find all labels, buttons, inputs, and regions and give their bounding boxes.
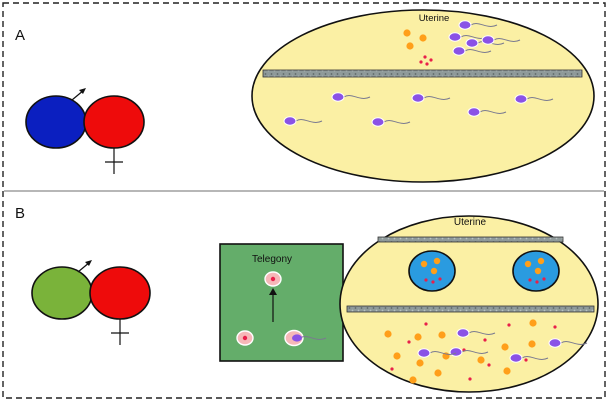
panel-b-label: B <box>15 205 25 222</box>
sperm-cell <box>548 338 588 348</box>
sperm-cell <box>458 20 498 30</box>
uterine-wall-a <box>262 69 583 78</box>
sperm-cell <box>411 93 451 103</box>
female-symbol-icon <box>111 319 129 345</box>
sperm-cluster-bottom-a <box>283 92 554 127</box>
female-symbol-icon <box>105 148 123 174</box>
arrowhead-up <box>269 288 277 295</box>
parents-a <box>25 88 145 174</box>
embryo-sac-left <box>408 250 456 292</box>
orange-cells-b <box>384 319 537 384</box>
sperm-cluster-top-a <box>448 20 521 56</box>
embryo-sac-right <box>512 250 560 292</box>
sperm-cell <box>481 35 521 45</box>
sperm-cell <box>514 94 554 104</box>
telegony-label: Telegony <box>252 254 292 265</box>
female-circle-b <box>89 266 151 320</box>
sperm-cells-b <box>417 328 588 363</box>
sperm-cell <box>283 116 323 126</box>
sperm-cell <box>467 107 507 117</box>
uterus-label-b: Uterine <box>454 217 487 228</box>
sperm-cell <box>509 353 549 363</box>
sperm-cell <box>331 92 371 102</box>
red-dots-a <box>419 55 433 66</box>
fertilizing-egg-cell <box>284 329 327 347</box>
uterus-b: Uterine <box>339 215 599 393</box>
sperm-cell <box>452 46 492 56</box>
uterine-wall-mid-b <box>346 305 595 313</box>
red-dots-b <box>390 322 557 381</box>
sperm-cell <box>417 348 457 358</box>
panel-a-label: A <box>15 27 25 44</box>
offspring-cell <box>264 271 282 287</box>
male-arrowhead <box>79 88 86 94</box>
female-circle-a <box>83 95 145 149</box>
uterus-a: Uterine <box>251 9 595 183</box>
uterus-label-a: Uterine <box>419 13 450 24</box>
panel-b: B Telegony <box>15 205 599 393</box>
parents-b <box>31 260 151 345</box>
sperm-cell <box>456 328 496 338</box>
orange-cells-a <box>403 29 427 50</box>
outer-frame <box>2 2 606 399</box>
male-arrowhead <box>85 260 92 266</box>
panel-a: A Uterine <box>15 9 595 183</box>
male-circle-a <box>25 95 87 149</box>
telegony-inset: Telegony <box>219 243 344 362</box>
male-circle-b <box>31 266 93 320</box>
egg-cell <box>236 330 254 346</box>
uterine-wall-top-b <box>377 236 564 243</box>
sperm-cell <box>371 117 411 127</box>
